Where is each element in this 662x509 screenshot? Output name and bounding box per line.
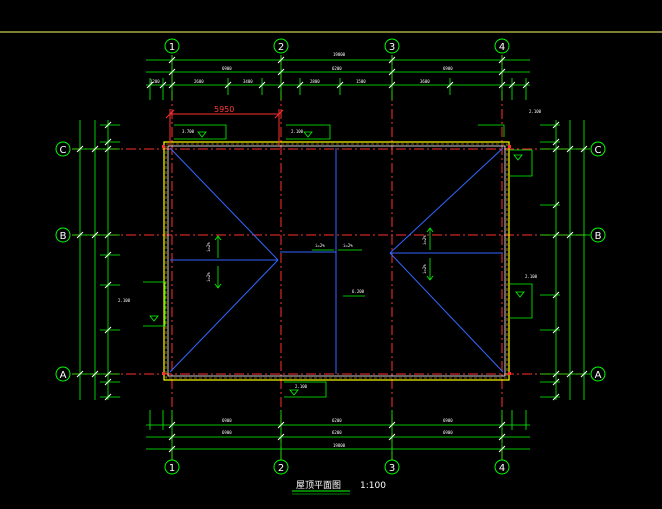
slope-labels: i=2% i=2% i=2% i=2% i=2% i=2% 6.200 [206,235,427,294]
elevation-tag-texts: 3.700 2.100 2.100 2.100 2.100 2.100 [118,109,542,389]
axis-bubble-labels: 1 2 3 4 1 2 3 4 C B A C B A [60,42,602,474]
axis-label-3-top: 3 [389,42,395,53]
drawing-title-block: 屋顶平面图 1:100 [292,480,386,495]
axis-label-2-bottom: 2 [278,463,284,474]
elev-top-mid: 2.100 [291,129,304,134]
roof-outline [163,141,510,381]
axis-label-1-top: 1 [169,42,175,53]
axis-label-c-right: C [595,145,602,156]
svg-text:i=2%: i=2% [422,264,427,274]
dimension-values: 19800 6900 6200 6900 1200 2600 3400 2800 1500… [150,52,453,448]
highlight-dimension: 5950 [165,105,284,146]
axis-label-c-left: C [60,145,67,156]
elev-top-left: 3.700 [182,129,195,134]
svg-text:3400: 3400 [243,79,253,84]
svg-text:i=2%: i=2% [206,272,211,282]
dimension-lines [72,55,590,460]
svg-text:6900: 6900 [222,418,232,423]
axis-bubbles [55,38,606,475]
svg-text:19800: 19800 [333,443,346,448]
axis-label-4-bottom: 4 [499,463,505,474]
elevation-tags [143,124,533,398]
axis-label-3-bottom: 3 [389,463,395,474]
roof-ridge-lines [169,147,504,374]
svg-text:6200: 6200 [332,418,342,423]
svg-text:i=2%: i=2% [206,242,211,252]
drawing-title: 屋顶平面图 [296,480,341,491]
corner-markers [162,145,511,375]
elev-right-top: 2.100 [529,109,542,114]
slope-arrows [214,227,434,297]
axis-label-2-top: 2 [278,42,284,53]
axis-label-b-left: B [60,231,67,242]
highlight-dimension-value: 5950 [214,105,234,114]
axis-label-a-right: A [595,370,602,381]
axis-label-4-top: 4 [499,42,505,53]
axis-label-a-left: A [60,370,67,381]
svg-text:1200: 1200 [150,79,160,84]
dimension-ticks [76,56,588,453]
svg-text:i=2%: i=2% [422,235,427,245]
svg-text:6900: 6900 [222,430,232,435]
elev-left-mid: 2.100 [118,298,131,303]
elev-center: 6.200 [352,289,365,294]
svg-text:i=2%: i=2% [343,243,353,248]
svg-text:i=2%: i=2% [315,243,325,248]
svg-text:6200: 6200 [332,430,342,435]
svg-text:3600: 3600 [420,79,430,84]
elev-right-mid: 2.100 [525,274,538,279]
svg-text:6200: 6200 [332,66,342,71]
svg-text:6900: 6900 [443,418,453,423]
svg-text:1500: 1500 [356,79,366,84]
svg-text:6900: 6900 [443,430,453,435]
axis-label-1-bottom: 1 [169,463,175,474]
elev-bottom-mid: 2.100 [295,384,308,389]
axis-lines [72,55,590,460]
svg-text:2600: 2600 [194,79,204,84]
axis-label-b-right: B [595,231,602,242]
svg-text:2800: 2800 [310,79,320,84]
svg-text:6900: 6900 [222,66,232,71]
svg-text:6900: 6900 [443,66,453,71]
drawing-scale: 1:100 [360,481,386,491]
svg-text:19800: 19800 [333,52,346,57]
